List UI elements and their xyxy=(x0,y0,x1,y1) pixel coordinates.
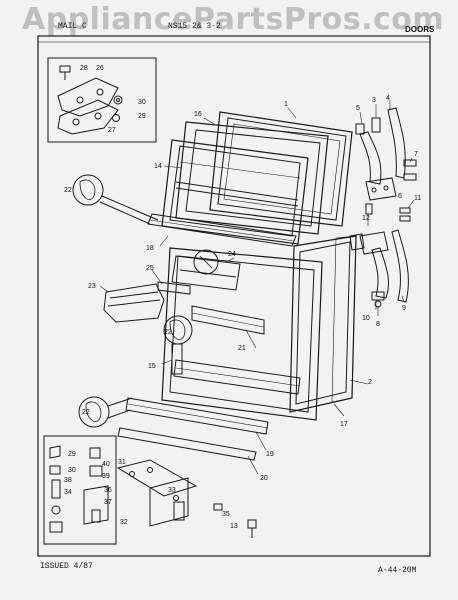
callout-32: 32 xyxy=(120,519,128,526)
hinge-screw xyxy=(213,503,257,538)
door-bottom-trim xyxy=(117,427,257,461)
detail-view-22-middle xyxy=(163,315,193,345)
callout-29-upper: 29 xyxy=(138,113,146,120)
callout-15: 15 xyxy=(148,363,156,370)
watermark-text: AppliancePartsPros.com xyxy=(22,2,445,37)
callout-14: 14 xyxy=(154,163,162,170)
header-model: NS15 2& 3-2 xyxy=(168,22,221,31)
lower-hinge-parts xyxy=(349,229,409,308)
callout-3: 3 xyxy=(372,97,376,104)
callout-17: 17 xyxy=(340,421,348,428)
detail-view-22-upper xyxy=(72,174,159,225)
callout-25: 25 xyxy=(146,265,154,272)
callout-2: 2 xyxy=(368,379,372,386)
callout-37: 37 xyxy=(104,499,112,506)
callout-34: 34 xyxy=(64,489,72,496)
callout-30-upper: 30 xyxy=(138,99,146,106)
door-shelf-middle xyxy=(191,305,265,335)
callout-5: 5 xyxy=(356,105,360,112)
callout-30-lower: 30 xyxy=(68,467,76,474)
callout-9: 9 xyxy=(402,305,406,312)
callout-12: 12 xyxy=(362,215,370,222)
callout-11: 11 xyxy=(414,195,421,202)
callout-6: 6 xyxy=(398,193,402,200)
callout-8: 8 xyxy=(376,321,380,328)
callout-28: 28 xyxy=(80,65,88,72)
lower-hinge-inset xyxy=(43,435,117,545)
callout-21: 21 xyxy=(238,345,246,352)
callout-19: 19 xyxy=(266,451,274,458)
dairy-compartment xyxy=(157,255,241,295)
freezer-shelf-bar xyxy=(147,213,297,247)
door-shelf-lower xyxy=(173,359,301,395)
callout-22-lower: 22 xyxy=(82,409,90,416)
callout-1: 1 xyxy=(284,101,288,108)
door-stop-hinge-parts xyxy=(355,107,417,222)
callout-39: 39 xyxy=(102,473,110,480)
detail-view-22-lower xyxy=(78,396,133,428)
drawing-border xyxy=(37,35,431,557)
shelf-bracket xyxy=(171,343,183,375)
butter-compartment xyxy=(103,283,165,323)
lower-hinge-bracket xyxy=(116,459,198,527)
header-code: MAIL C xyxy=(58,22,87,31)
callout-13: 13 xyxy=(230,523,238,530)
callout-20: 20 xyxy=(260,475,268,482)
callout-36: 36 xyxy=(104,487,112,494)
callout-31: 31 xyxy=(118,459,126,466)
bottom-shelf-bar xyxy=(125,397,269,435)
callout-29-lower: 29 xyxy=(68,451,76,458)
callout-35: 35 xyxy=(222,511,230,518)
upper-hinge-assembly xyxy=(57,65,123,135)
fresh-food-door-liner xyxy=(161,247,323,421)
freezer-door-gasket xyxy=(209,111,353,227)
section-title: DOORS xyxy=(405,25,435,34)
callout-26: 26 xyxy=(96,65,104,72)
drawing-number: A-44-20M xyxy=(378,566,417,575)
lower-hinge-hardware-left xyxy=(49,445,109,533)
callout-10: 10 xyxy=(362,315,370,322)
callout-16: 16 xyxy=(194,111,202,118)
callout-40: 40 xyxy=(102,461,110,468)
callout-7: 7 xyxy=(414,151,418,158)
callout-24: 24 xyxy=(228,251,236,258)
upper-hinge-inset xyxy=(47,57,157,143)
callout-labels: 1 16 14 18 5 3 4 7 6 11 12 2 17 8 9 10 2… xyxy=(64,65,421,530)
callout-27: 27 xyxy=(108,127,116,134)
callout-22-middle: 22 xyxy=(164,329,172,336)
callout-18: 18 xyxy=(146,245,154,252)
issued-date: ISSUED 4/87 xyxy=(40,562,93,571)
callout-23: 23 xyxy=(88,283,96,290)
freezer-door-inner-panel xyxy=(161,139,309,245)
callout-38: 38 xyxy=(64,477,72,484)
callout-4: 4 xyxy=(386,95,390,102)
callout-22-upper: 22 xyxy=(64,187,72,194)
callout-33: 33 xyxy=(168,487,176,494)
fresh-food-door-gasket xyxy=(289,235,357,413)
detail-view-24 xyxy=(193,249,219,275)
